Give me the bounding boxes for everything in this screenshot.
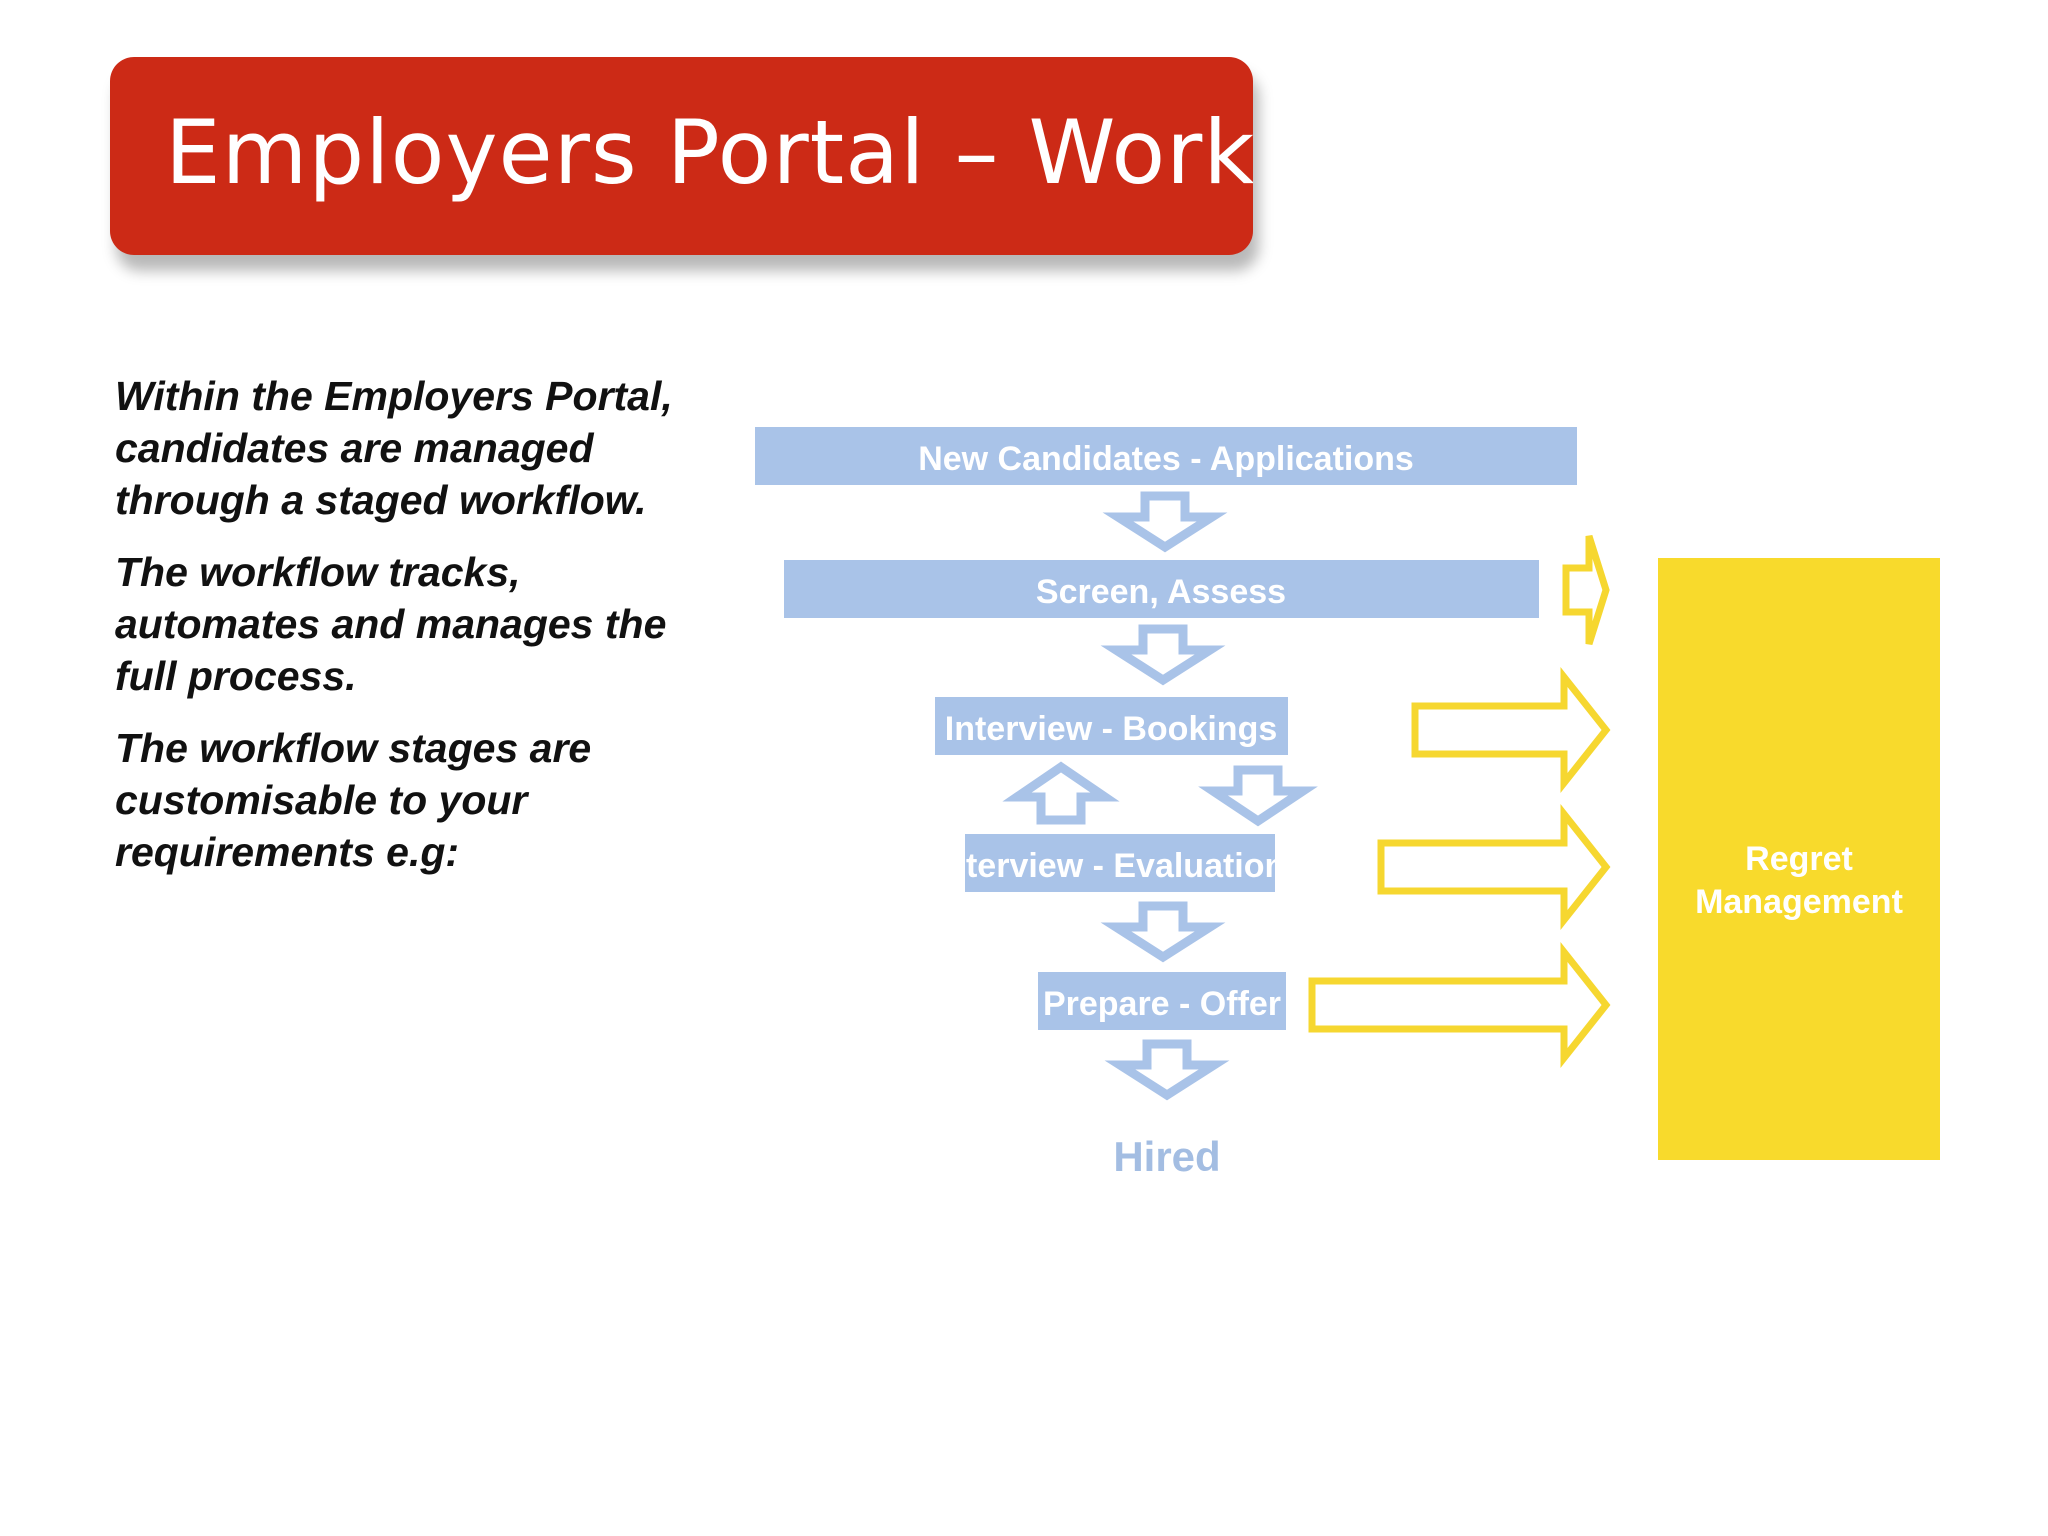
flow-arrow-down-2 <box>1100 624 1226 686</box>
stage-box-applications <box>755 427 1577 485</box>
flow-arrow-down-3 <box>1198 765 1318 827</box>
hired-label: Hired <box>1113 1133 1220 1180</box>
regret-arrow-screen <box>1562 534 1610 646</box>
stage-label-interview-bookings: Interview - Bookings <box>945 710 1278 748</box>
body-paragraph-tracking: The workflow tracks, automates and manag… <box>115 549 667 699</box>
workflow-diagram-svg: New Candidates - Applications Screen, As… <box>755 427 1940 1180</box>
stage-label-screen: Screen, Assess <box>1036 573 1286 611</box>
title-banner: Employers Portal – Workflow <box>110 57 1253 255</box>
regret-management-label-line1: Regret <box>1745 840 1853 878</box>
body-paragraph-intro: Within the Employers Portal, candidates … <box>115 373 673 523</box>
stage-label-interview-evaluations: Interview - Evaluations <box>936 847 1304 885</box>
flow-arrow-down-1 <box>1102 491 1228 553</box>
stage-box-screen <box>784 560 1539 618</box>
body-text: Within the Employers Portal, candidates … <box>115 370 675 898</box>
stage-box-interview-bookings <box>935 697 1288 755</box>
slide-title: Employers Portal – Workflow <box>165 101 1253 204</box>
regret-arrow-interview-bookings <box>1411 666 1611 794</box>
regret-arrow-prepare-offer <box>1308 941 1611 1069</box>
regret-arrow-interview-evaluations <box>1377 803 1611 931</box>
stage-label-applications: New Candidates - Applications <box>918 440 1414 478</box>
body-paragraph-stages: The workflow stages are customisable to … <box>115 725 592 875</box>
flow-arrow-up <box>1002 761 1120 825</box>
flow-arrow-down-5 <box>1104 1039 1230 1101</box>
regret-management-box <box>1658 558 1940 1160</box>
workflow-diagram: New Candidates - Applications Screen, As… <box>740 400 1980 1200</box>
flow-arrow-down-4 <box>1100 901 1226 963</box>
stage-box-interview-evaluations <box>965 834 1275 892</box>
stage-label-prepare-offer: Prepare - Offer <box>1043 985 1281 1023</box>
regret-management-label-line2: Management <box>1695 883 1903 921</box>
stage-box-prepare-offer <box>1038 972 1286 1030</box>
